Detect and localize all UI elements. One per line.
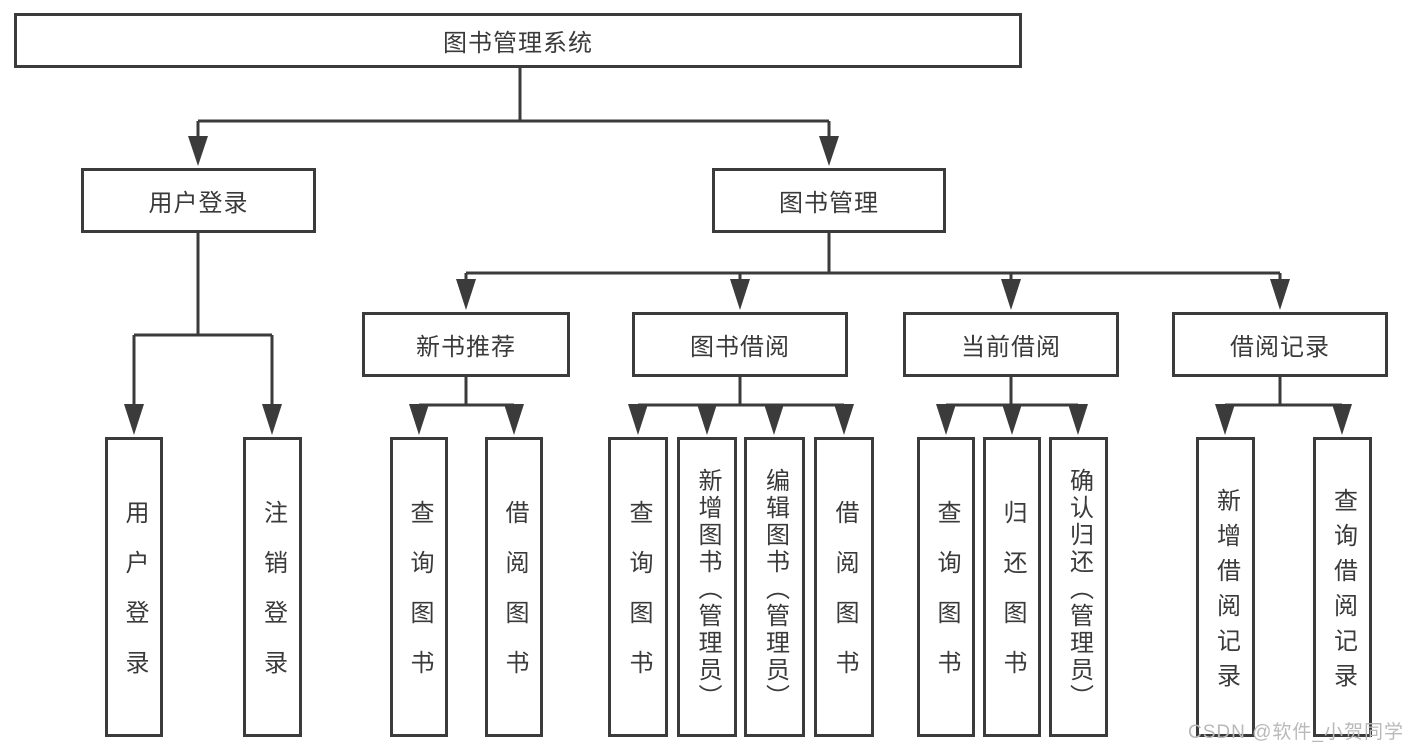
leaf-label: 新增借阅记录 [1212, 488, 1240, 698]
leaf-label: 查询图书 [625, 500, 652, 700]
leaf-borrow-books-recommend: 借阅图书 [485, 437, 543, 737]
node-user-login: 用户登录 [81, 168, 316, 233]
leaf-label: 查询借阅记录 [1329, 488, 1357, 698]
leaf-user-login: 用户登录 [105, 437, 163, 737]
node-label: 图书管理系统 [443, 30, 593, 57]
leaf-query-books-borrow: 查询图书 [608, 437, 668, 737]
node-label: 图书借阅 [690, 334, 790, 361]
node-library-management-system: 图书管理系统 [14, 13, 1022, 68]
node-current-borrow: 当前借阅 [903, 312, 1119, 377]
leaf-label: 查询图书 [933, 500, 960, 700]
node-label: 图书管理 [779, 190, 879, 217]
node-borrow-records: 借阅记录 [1172, 312, 1388, 377]
leaf-label: 新增图书︵管理员︶ [694, 467, 721, 711]
leaf-query-borrow-record: 查询借阅记录 [1313, 437, 1372, 737]
leaf-label: 注销登录 [259, 500, 287, 700]
watermark: CSDN @软件_小贺同学 [1188, 722, 1404, 743]
leaf-query-books-recommend: 查询图书 [390, 437, 448, 737]
leaf-label: 用户登录 [121, 500, 148, 700]
node-book-borrow: 图书借阅 [632, 312, 848, 377]
leaf-label: 借阅图书 [831, 500, 858, 700]
leaf-label: 归还图书 [999, 500, 1026, 700]
leaf-edit-books-admin: 编辑图书︵管理员︶ [744, 437, 805, 737]
leaf-add-borrow-record: 新增借阅记录 [1196, 437, 1255, 737]
leaf-borrow-books: 借阅图书 [814, 437, 874, 737]
leaf-label: 确认归还︵管理员︶ [1065, 467, 1093, 711]
node-label: 借阅记录 [1230, 334, 1330, 361]
leaf-label: 编辑图书︵管理员︶ [761, 467, 789, 711]
leaf-add-books-admin: 新增图书︵管理员︶ [677, 437, 737, 737]
node-book-management: 图书管理 [712, 168, 946, 233]
node-label: 用户登录 [148, 190, 249, 217]
node-label: 新书推荐 [416, 334, 516, 361]
node-label: 当前借阅 [961, 334, 1061, 361]
leaf-logout: 注销登录 [243, 437, 302, 737]
leaf-confirm-return-admin: 确认归还︵管理员︶ [1049, 437, 1108, 737]
leaf-return-books: 归还图书 [983, 437, 1041, 737]
leaf-query-books-current: 查询图书 [917, 437, 975, 737]
leaf-label: 借阅图书 [501, 500, 528, 700]
node-new-book-recommend: 新书推荐 [362, 312, 570, 377]
leaf-label: 查询图书 [406, 500, 433, 700]
